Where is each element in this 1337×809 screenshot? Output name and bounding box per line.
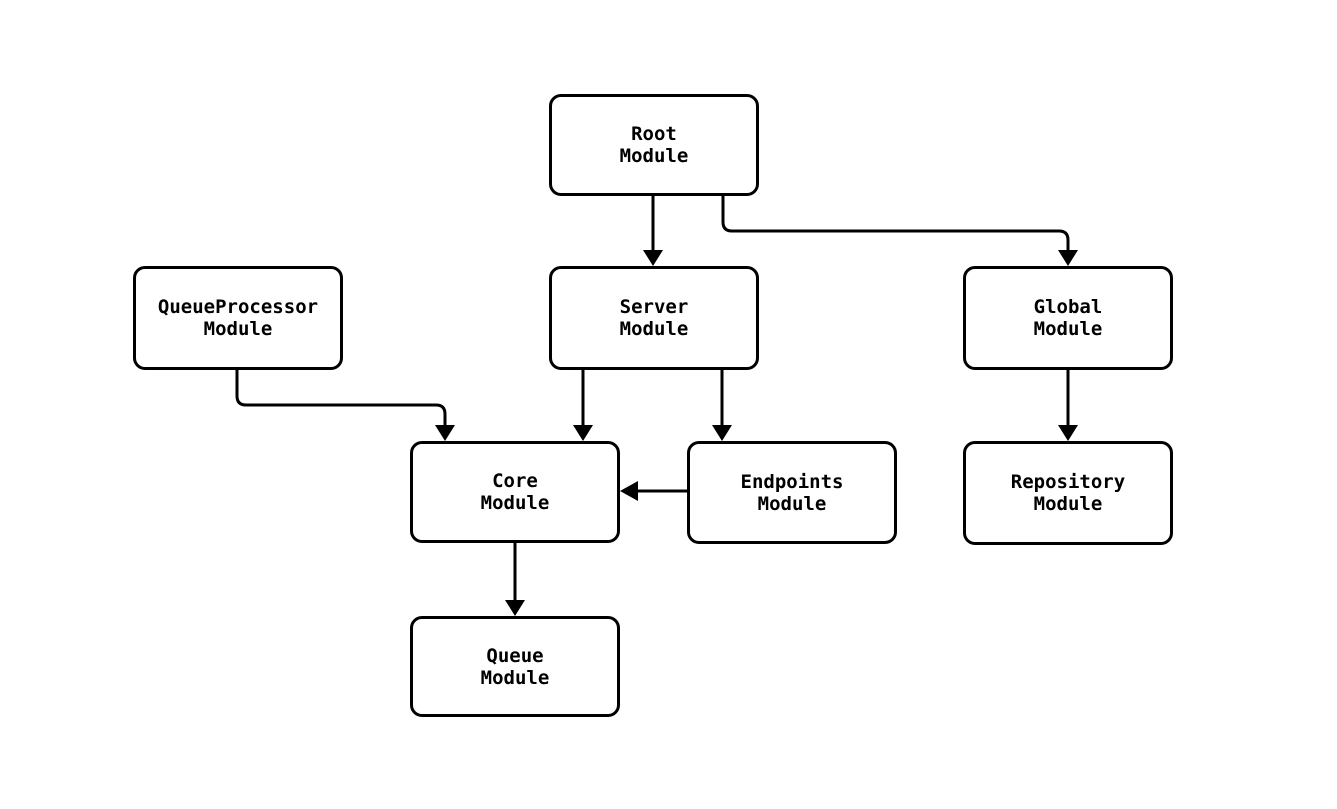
node-core-module[interactable]: Core Module — [410, 441, 620, 543]
node-core-module-label-line1: Core — [492, 470, 538, 492]
node-root-module-label-line1: Root — [631, 123, 677, 145]
node-repository-module[interactable]: Repository Module — [963, 441, 1173, 545]
edge-endpoints-to-core — [620, 481, 687, 501]
node-endpoints-module[interactable]: Endpoints Module — [687, 441, 897, 544]
edge-root-to-server — [643, 196, 663, 266]
edge-root-to-global — [721, 196, 1078, 266]
edge-global-to-repository — [1058, 370, 1078, 441]
node-queue-module[interactable]: Queue Module — [410, 616, 620, 717]
edge-core-to-queue — [505, 543, 525, 616]
edge-server-to-core — [573, 370, 593, 441]
node-queueprocessor-module-label-line1: QueueProcessor — [157, 296, 319, 318]
node-root-module[interactable]: Root Module — [549, 94, 759, 196]
node-server-module[interactable]: Server Module — [549, 266, 759, 370]
node-queueprocessor-module-label-line2: Module — [203, 318, 273, 340]
node-repository-module-label-line1: Repository — [1010, 471, 1126, 493]
edge-queueprocessor-to-core — [235, 370, 455, 441]
node-queue-module-label-line2: Module — [480, 666, 550, 689]
node-endpoints-module-label-line2: Module — [757, 492, 827, 515]
node-endpoints-module-label-line1: Endpoints — [740, 470, 844, 493]
node-repository-module-label-line2: Module — [1033, 493, 1103, 515]
node-queueprocessor-module[interactable]: QueueProcessor Module — [133, 266, 343, 370]
edge-server-to-endpoints — [712, 370, 732, 441]
node-core-module-label-line2: Module — [480, 492, 550, 514]
node-global-module-label-line2: Module — [1033, 318, 1103, 340]
node-root-module-label-line2: Module — [619, 145, 689, 167]
node-server-module-label-line2: Module — [619, 318, 689, 340]
node-global-module-label-line1: Global — [1033, 296, 1103, 318]
node-server-module-label-line1: Server — [619, 296, 689, 318]
node-queue-module-label-line1: Queue — [486, 644, 544, 667]
node-global-module[interactable]: Global Module — [963, 266, 1173, 370]
